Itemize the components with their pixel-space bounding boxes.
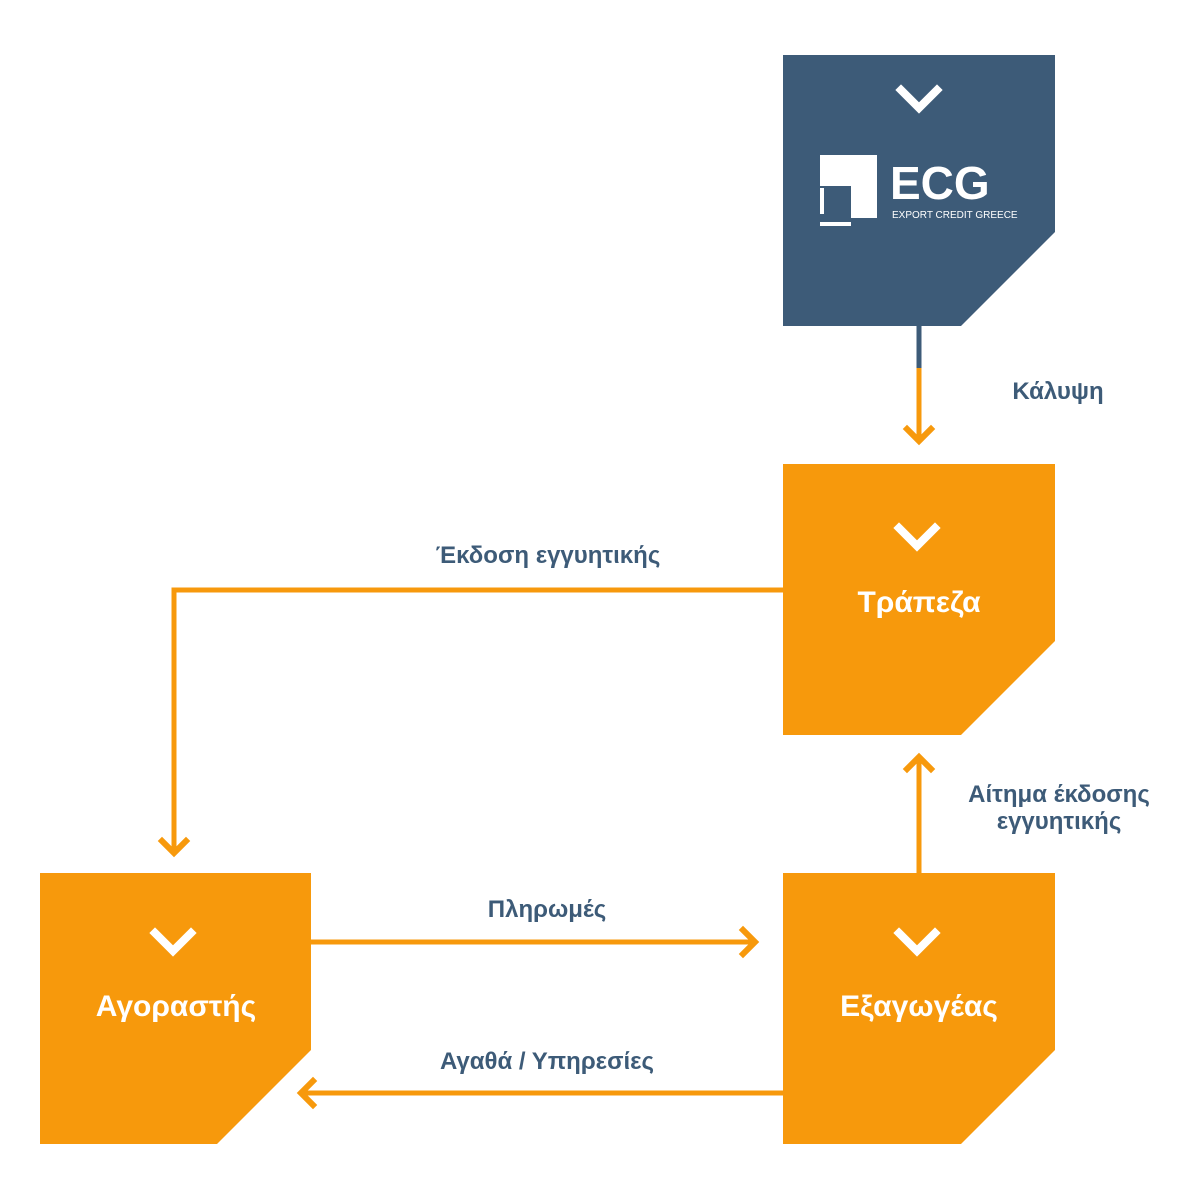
- ecg-logo-tagline: EXPORT CREDIT GREECE: [892, 210, 1018, 221]
- guarantee-issue-label: Έκδοση εγγυητικής: [436, 542, 661, 569]
- buyer-title: Αγοραστής: [96, 990, 256, 1023]
- chevron-down-icon: [893, 522, 941, 552]
- ecg-logo-name: ECG: [890, 157, 990, 209]
- payments-label: Πληρωμές: [488, 896, 606, 923]
- ecg-logo-mark: [820, 155, 877, 226]
- bank-title: Τράπεζα: [857, 586, 981, 619]
- coverage-label: Κάλυψη: [1012, 378, 1103, 405]
- chevron-down-icon: [149, 927, 197, 957]
- guarantee-request-arrow: [902, 752, 936, 873]
- guarantee-request-label-line1: Αίτημα έκδοσης: [968, 781, 1150, 808]
- ecg-box: ECG EXPORT CREDIT GREECE: [783, 55, 1055, 326]
- payments-arrow: [311, 925, 760, 959]
- goods-services-arrow: [296, 1076, 783, 1110]
- chevron-down-icon: [893, 927, 941, 957]
- coverage-arrow: [902, 326, 936, 446]
- exporter-box: Εξαγωγέας: [783, 873, 1055, 1144]
- exporter-title: Εξαγωγέας: [840, 990, 998, 1023]
- goods-services-label: Αγαθά / Υπηρεσίες: [440, 1048, 654, 1075]
- chevron-down-icon: [895, 84, 943, 114]
- guarantee-issue-arrow: [157, 587, 783, 858]
- buyer-box: Αγοραστής: [40, 873, 311, 1144]
- guarantee-request-label-line2: εγγυητικής: [997, 808, 1122, 835]
- bank-box: Τράπεζα: [783, 464, 1055, 735]
